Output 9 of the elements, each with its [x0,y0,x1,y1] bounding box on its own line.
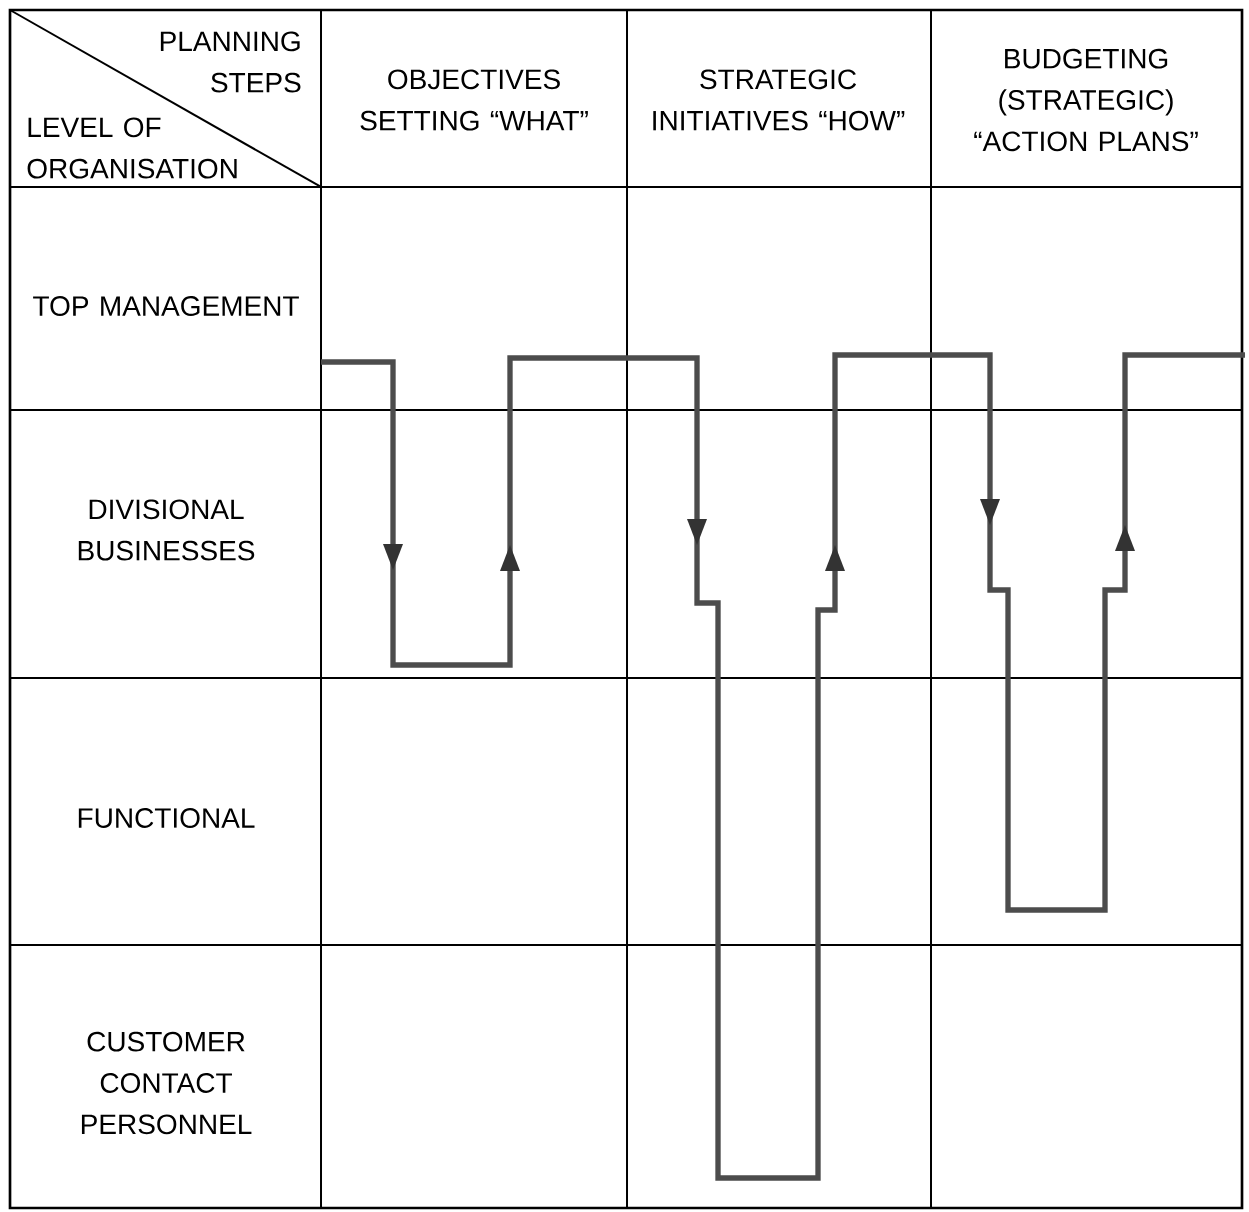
row-header: TOP MANAGEMENT [33,296,299,316]
header-text: LEVEL OF ORGANISATION [27,117,237,179]
column-header: STRATEGIC INITIATIVES “HOW” [653,69,905,131]
header-text: PLANNING STEPS [160,31,301,93]
row-header: FUNCTIONAL [78,808,255,828]
row-header: DIVISIONAL BUSINESSES [78,499,255,561]
column-header: BUDGETING (STRATEGIC) “ACTION PLANS” [974,48,1198,152]
column-header: OBJECTIVES SETTING “WHAT” [360,69,588,131]
row-header: CUSTOMER CONTACT PERSONNEL [81,1031,252,1135]
